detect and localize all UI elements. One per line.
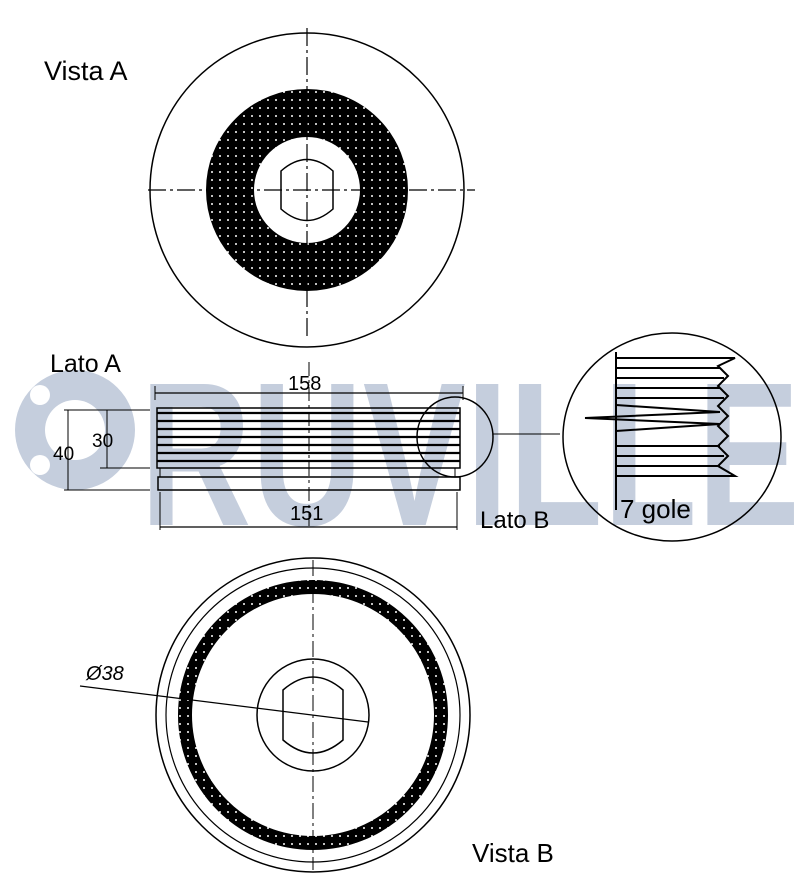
side-view (64, 362, 560, 530)
dim-height-total: 40 (53, 444, 74, 465)
hub-bore (282, 676, 344, 754)
lato-b-label: Lato B (480, 507, 549, 534)
vista-a-view (148, 28, 475, 348)
lato-a-label: Lato A (50, 350, 121, 378)
watermark-text: RUVILLE (140, 340, 800, 569)
dim-height-grooved: 30 (92, 431, 113, 452)
groove-detail-view (562, 332, 782, 542)
dim-bore-diameter: Ø38 (85, 663, 124, 685)
vista-b-view (79, 557, 471, 873)
grooves-label: 7 gole (620, 494, 691, 524)
dim-belt-width: 151 (290, 503, 323, 525)
ruville-watermark: RUVILLE (15, 340, 800, 569)
vista-a-label: Vista A (44, 56, 128, 86)
dim-outer-width: 158 (288, 373, 321, 395)
hub-bore (280, 158, 334, 222)
vista-b-label: Vista B (472, 838, 554, 868)
